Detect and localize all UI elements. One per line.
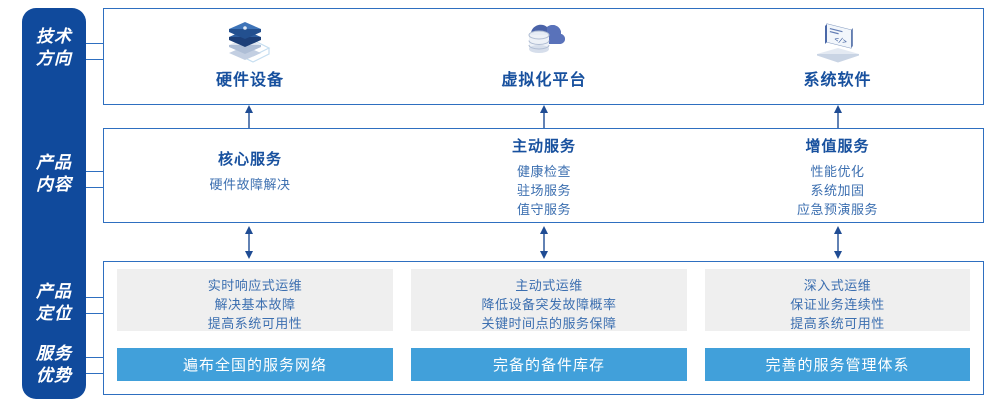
advantage-bar-spare-parts[interactable]: 完备的备件库存 — [411, 348, 687, 381]
rail-label-product-content: 产品 内容 — [22, 152, 86, 196]
positioning-line: 提高系统可用性 — [790, 316, 885, 331]
arrow-up-system-software — [831, 105, 845, 134]
rail-label-service-advantage: 服务 优势 — [22, 343, 86, 387]
content-item: 值守服务 — [516, 202, 571, 217]
arrow-up-virtualization — [537, 105, 551, 134]
content-title: 增值服务 — [805, 138, 870, 155]
content-item: 应急预演服务 — [796, 202, 878, 217]
category-rail — [22, 8, 86, 399]
product-content-column-proactive[interactable]: 主动服务 健康检查 驻场服务 值守服务 — [397, 135, 691, 219]
connector-line — [86, 187, 104, 188]
product-content-box — [103, 128, 984, 223]
positioning-line: 提高系统可用性 — [207, 316, 303, 331]
arrow-up-hardware — [242, 105, 256, 134]
rail-label-line2: 定位 — [36, 304, 72, 323]
connector-line — [86, 297, 104, 298]
technology-column-hardware[interactable]: 硬件设备 — [103, 8, 397, 105]
content-item: 性能优化 — [810, 164, 865, 179]
connector-line — [86, 313, 104, 314]
technology-title: 虚拟化平台 — [501, 72, 587, 89]
rail-label-line1: 技术 — [36, 27, 72, 46]
positioning-line: 保证业务连续性 — [790, 297, 885, 312]
rail-label-line2: 优势 — [36, 366, 72, 385]
technology-title: 硬件设备 — [215, 72, 284, 89]
positioning-line: 实时响应式运维 — [207, 278, 303, 293]
connector-line — [86, 59, 104, 60]
server-stack-icon — [223, 18, 277, 64]
positioning-card-realtime[interactable]: 实时响应式运维 解决基本故障 提高系统可用性 — [117, 269, 393, 331]
positioning-line: 降低设备突发故障概率 — [481, 297, 617, 312]
content-item: 驻场服务 — [516, 183, 571, 198]
positioning-card-proactive[interactable]: 主动式运维 降低设备突发故障概率 关键时间点的服务保障 — [411, 269, 687, 331]
content-item: 系统加固 — [810, 183, 865, 198]
product-content-column-value-added[interactable]: 增值服务 性能优化 系统加固 应急预演服务 — [691, 135, 984, 219]
content-title: 核心服务 — [217, 151, 282, 168]
technology-title: 系统软件 — [803, 72, 872, 89]
positioning-line: 深入式运维 — [803, 278, 872, 293]
positioning-line: 解决基本故障 — [214, 297, 296, 312]
cloud-database-icon — [517, 18, 571, 64]
positioning-line: 关键时间点的服务保障 — [481, 316, 617, 331]
advantage-bar-management-system[interactable]: 完善的服务管理体系 — [705, 348, 970, 381]
rail-label-technology-direction: 技术 方向 — [22, 26, 86, 70]
connector-line — [86, 171, 104, 172]
positioning-line: 主动式运维 — [515, 278, 583, 293]
rail-label-line1: 服务 — [36, 344, 72, 363]
rail-label-line1: 产品 — [36, 153, 72, 172]
arrow-bidirectional-core — [242, 226, 256, 264]
advantage-bar-service-network[interactable]: 遍布全国的服务网络 — [117, 348, 393, 381]
content-title: 主动服务 — [511, 138, 576, 155]
technology-column-virtualization[interactable]: 虚拟化平台 — [397, 8, 691, 105]
svg-text:</>: </> — [833, 35, 847, 46]
connector-line — [86, 373, 104, 374]
content-item: 硬件故障解决 — [209, 177, 291, 192]
rail-label-product-positioning: 产品 定位 — [22, 281, 86, 325]
connector-line — [86, 357, 104, 358]
rail-label-line2: 方向 — [36, 49, 72, 68]
positioning-card-indepth[interactable]: 深入式运维 保证业务连续性 提高系统可用性 — [705, 269, 970, 331]
arrow-bidirectional-proactive — [537, 226, 551, 264]
laptop-code-icon: </> — [811, 18, 865, 64]
rail-label-line2: 内容 — [36, 175, 72, 194]
arrow-bidirectional-value-added — [831, 226, 845, 264]
rail-label-line1: 产品 — [36, 282, 72, 301]
technology-column-system-software[interactable]: </> 系统软件 — [691, 8, 984, 105]
product-content-column-core[interactable]: 核心服务 硬件故障解决 — [103, 148, 397, 194]
content-item: 健康检查 — [516, 164, 571, 179]
connector-line — [86, 43, 104, 44]
